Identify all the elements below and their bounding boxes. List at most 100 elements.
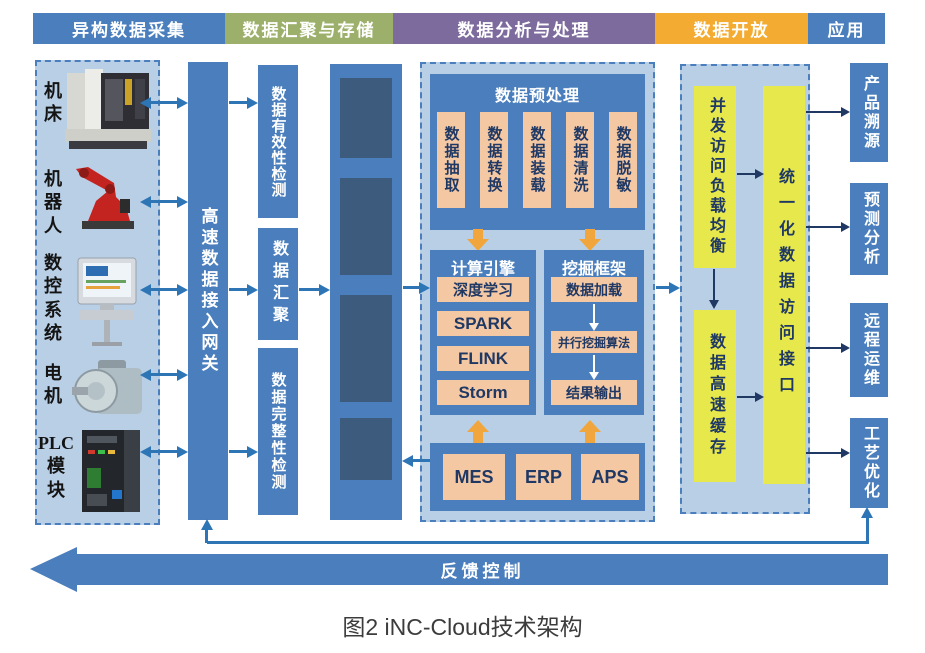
feedback-label: 反馈控制 xyxy=(440,562,525,581)
preprocess-step-transform: 数据转换 xyxy=(480,112,508,208)
block-label: 数据有效性检测 xyxy=(269,85,287,198)
arrowhead-left xyxy=(140,446,151,458)
app-label: 预测分析 xyxy=(861,191,878,267)
converge-to-storage-arrow xyxy=(299,288,320,291)
arrowhead-right xyxy=(177,196,188,208)
interface-to-app-arrowhead xyxy=(841,222,850,232)
storage-to-analysis-arrow xyxy=(403,286,420,289)
device-label-motor: 电 机 xyxy=(44,363,62,407)
device-gateway-link xyxy=(151,200,177,203)
app-remote-ops: 远程运维 xyxy=(850,303,888,397)
feedback-riser-right xyxy=(866,518,869,543)
orange-down-arrowhead xyxy=(579,239,601,251)
preprocess-title: 数据预处理 xyxy=(494,88,580,105)
arrowhead-left xyxy=(140,284,151,296)
machine-tool-icon xyxy=(65,69,151,149)
storage-block xyxy=(340,78,392,158)
arrowhead-left xyxy=(140,369,151,381)
device-gateway-link xyxy=(151,288,177,291)
device-label-robot: 机 器 人 xyxy=(44,169,62,236)
gateway-label: 高速数据接入网关 xyxy=(198,207,218,375)
plc-module-icon xyxy=(82,430,140,512)
systems-to-storage-arrow xyxy=(413,459,430,462)
interface-to-app-arrowhead xyxy=(841,448,850,458)
arrowhead-right xyxy=(177,446,188,458)
app-process-optimize: 工艺优化 xyxy=(850,418,888,508)
unified-interface-label: 统一化数据访问接口 xyxy=(776,168,793,402)
compute-item-flink: FLINK xyxy=(437,346,529,371)
compute-item-storm: Storm xyxy=(437,380,529,405)
storage-block xyxy=(340,295,392,402)
header-label: 数据开放 xyxy=(693,21,770,40)
feedback-horizontal-line xyxy=(207,541,869,544)
app-predictive-analysis: 预测分析 xyxy=(850,183,888,275)
device-label-cnc: 数 控 系 统 xyxy=(44,253,62,344)
orange-up-arrowhead xyxy=(467,420,489,432)
lb-to-cache-arrow xyxy=(713,269,715,300)
figure-caption: 图2 iNC-Cloud技术架构 xyxy=(342,614,583,640)
mining-step-parallel: 并行挖掘算法 xyxy=(551,331,637,353)
arrowhead-right xyxy=(247,97,258,109)
header-label: 异构数据采集 xyxy=(72,21,186,40)
orange-up-arrow xyxy=(473,432,483,443)
interface-to-app-arrow xyxy=(806,111,841,113)
gateway-to-validity-arrow xyxy=(229,101,247,104)
feedback-up-arrowhead-right xyxy=(861,507,873,518)
white-down-arrowhead xyxy=(589,372,599,380)
system-erp: ERP xyxy=(516,454,571,500)
device-gateway-link xyxy=(151,450,177,453)
interface-to-app-arrow xyxy=(806,226,841,228)
interface-to-app-arrow xyxy=(806,452,841,454)
arrowhead-right xyxy=(419,282,430,294)
arrowhead-right xyxy=(319,284,330,296)
header-label: 数据分析与处理 xyxy=(457,21,591,40)
step-label: 数据转换 xyxy=(485,126,503,194)
orange-down-arrowhead xyxy=(467,239,489,251)
arrowhead-left xyxy=(402,455,413,467)
storage-block xyxy=(340,418,392,480)
header-label: 数据汇聚与存储 xyxy=(242,21,376,40)
preprocess-step-extract: 数据抽取 xyxy=(437,112,465,208)
orange-down-arrow xyxy=(585,229,595,239)
step-label: 数据清洗 xyxy=(571,126,589,194)
header-data-analysis: 数据分析与处理 xyxy=(393,13,655,44)
unified-interface-box: 统一化数据访问接口 xyxy=(763,86,805,484)
motor-icon xyxy=(72,360,142,414)
orange-up-arrowhead xyxy=(579,420,601,432)
header-data-open: 数据开放 xyxy=(655,13,808,44)
cache-to-interface-arrow xyxy=(737,396,755,398)
mining-step-load: 数据加载 xyxy=(551,277,637,302)
step-label: 数据抽取 xyxy=(442,126,460,194)
feedback-riser-left xyxy=(205,530,208,543)
arrowhead-right xyxy=(247,446,258,458)
block-data-validity: 数据有效性检测 xyxy=(258,65,298,218)
block-label: 数据完整性检测 xyxy=(269,372,287,491)
device-label-plc: PLC 模 块 xyxy=(38,433,74,500)
app-label: 工艺优化 xyxy=(861,425,878,501)
feedback-up-arrowhead-left xyxy=(201,519,213,530)
preprocess-step-load: 数据装载 xyxy=(523,112,551,208)
cnc-system-icon xyxy=(77,257,137,346)
step-label: 数据脱敏 xyxy=(614,126,632,194)
orange-up-arrow xyxy=(585,432,595,443)
arrowhead-left xyxy=(140,97,151,109)
lb-to-interface-arrow xyxy=(737,173,755,175)
compute-engine-title: 计算引擎 xyxy=(450,261,515,278)
device-gateway-link xyxy=(151,373,177,376)
step-label: 数据装载 xyxy=(528,126,546,194)
storage-block xyxy=(340,178,392,275)
header-data-acquisition: 异构数据采集 xyxy=(33,13,225,44)
gateway-bar: 高速数据接入网关 xyxy=(188,62,228,520)
white-down-arrow xyxy=(593,355,595,372)
block-data-converge: 数据汇聚 xyxy=(258,228,298,340)
block-label: 数据汇聚 xyxy=(270,240,287,328)
interface-to-app-arrowhead xyxy=(841,107,850,117)
header-data-storage: 数据汇聚与存储 xyxy=(225,13,393,44)
app-label: 远程运维 xyxy=(861,312,878,388)
arrowhead-left xyxy=(140,196,151,208)
gateway-to-integrity-arrow xyxy=(229,450,247,453)
cache-label: 数据高速缓存 xyxy=(707,333,724,459)
preprocess-step-clean: 数据清洗 xyxy=(566,112,594,208)
feedback-arrow: 反馈控制 xyxy=(77,554,888,585)
